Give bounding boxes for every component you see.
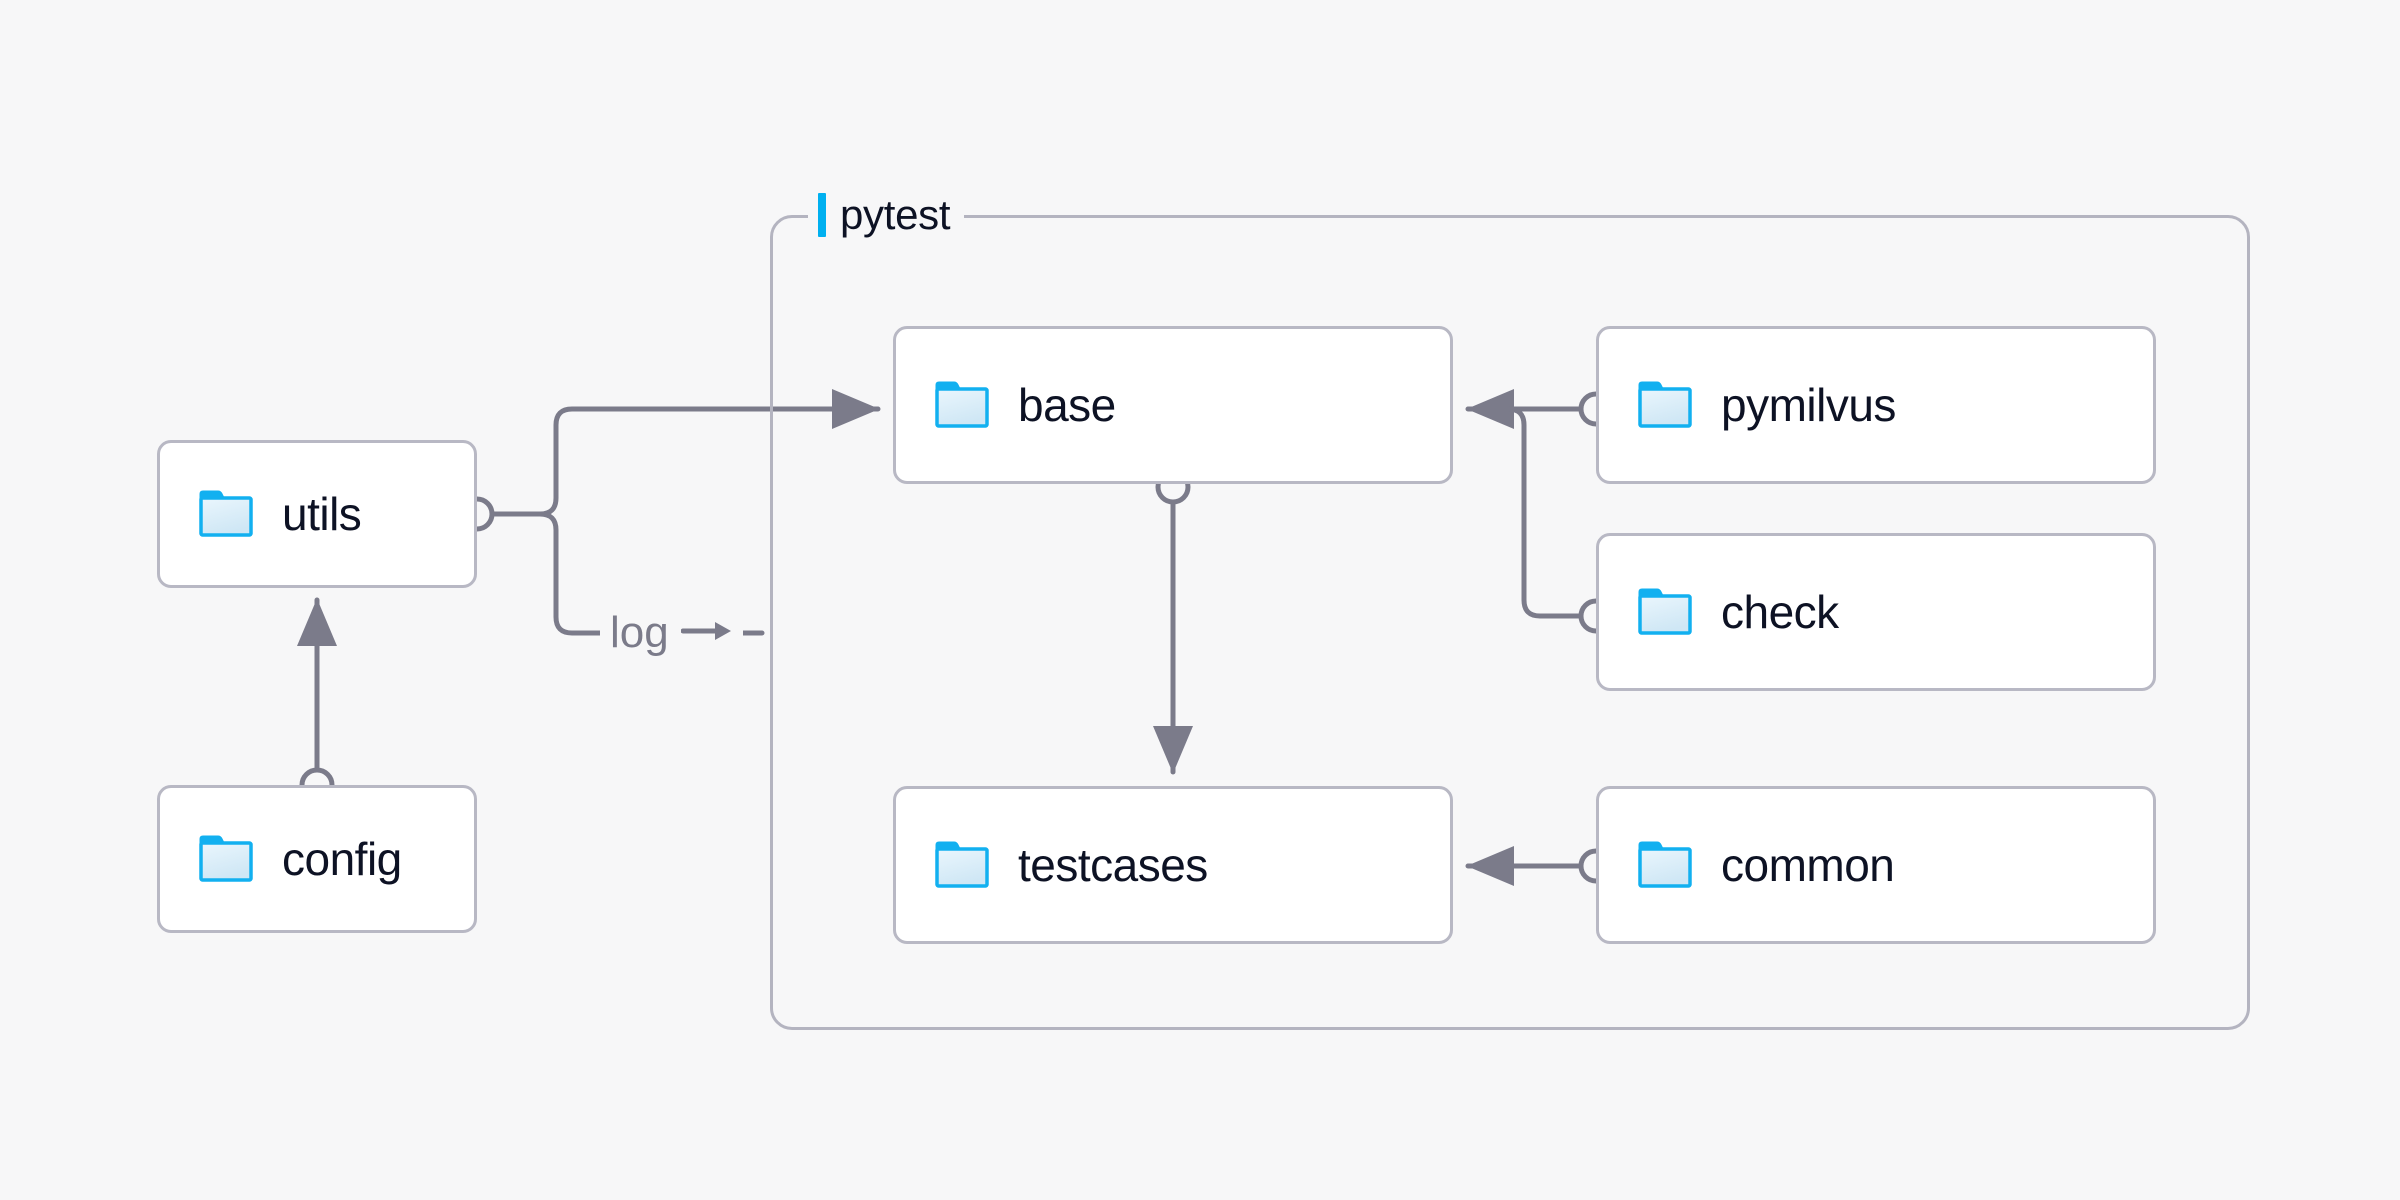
group-title: pytest bbox=[840, 191, 951, 238]
node-config[interactable]: config bbox=[157, 785, 477, 933]
folder-icon bbox=[198, 489, 256, 539]
edge-label-text: log bbox=[610, 608, 669, 657]
edge-label-log: log bbox=[600, 605, 743, 661]
node-label: base bbox=[1018, 379, 1116, 431]
node-label: check bbox=[1721, 586, 1839, 638]
node-label: config bbox=[282, 833, 402, 885]
node-content: utils bbox=[160, 488, 362, 540]
group-pytest-label: pytest bbox=[808, 189, 965, 241]
node-content: pymilvus bbox=[1599, 380, 1896, 430]
node-label: utils bbox=[282, 488, 362, 540]
folder-icon bbox=[1637, 587, 1695, 637]
group-pytest bbox=[770, 215, 2250, 1030]
node-label: pymilvus bbox=[1721, 379, 1896, 431]
node-content: common bbox=[1599, 839, 1895, 891]
node-pymilvus[interactable]: pymilvus bbox=[1596, 326, 2156, 484]
node-common[interactable]: common bbox=[1596, 786, 2156, 944]
folder-icon bbox=[198, 834, 256, 884]
node-content: testcases bbox=[896, 840, 1208, 890]
folder-icon bbox=[1637, 380, 1695, 430]
folder-icon bbox=[1637, 840, 1695, 890]
folder-icon bbox=[934, 380, 992, 430]
node-label: common bbox=[1721, 839, 1895, 891]
node-base[interactable]: base bbox=[893, 326, 1453, 484]
node-content: config bbox=[160, 834, 402, 884]
accent-bar-icon bbox=[818, 193, 826, 237]
node-utils[interactable]: utils bbox=[157, 440, 477, 588]
folder-icon bbox=[934, 840, 992, 890]
edge-utils-to-log bbox=[537, 511, 603, 636]
node-content: check bbox=[1599, 587, 1839, 637]
node-label: testcases bbox=[1018, 839, 1208, 891]
node-check[interactable]: check bbox=[1596, 533, 2156, 691]
node-content: base bbox=[896, 380, 1116, 430]
node-testcases[interactable]: testcases bbox=[893, 786, 1453, 944]
arrow-right-icon bbox=[680, 618, 733, 649]
